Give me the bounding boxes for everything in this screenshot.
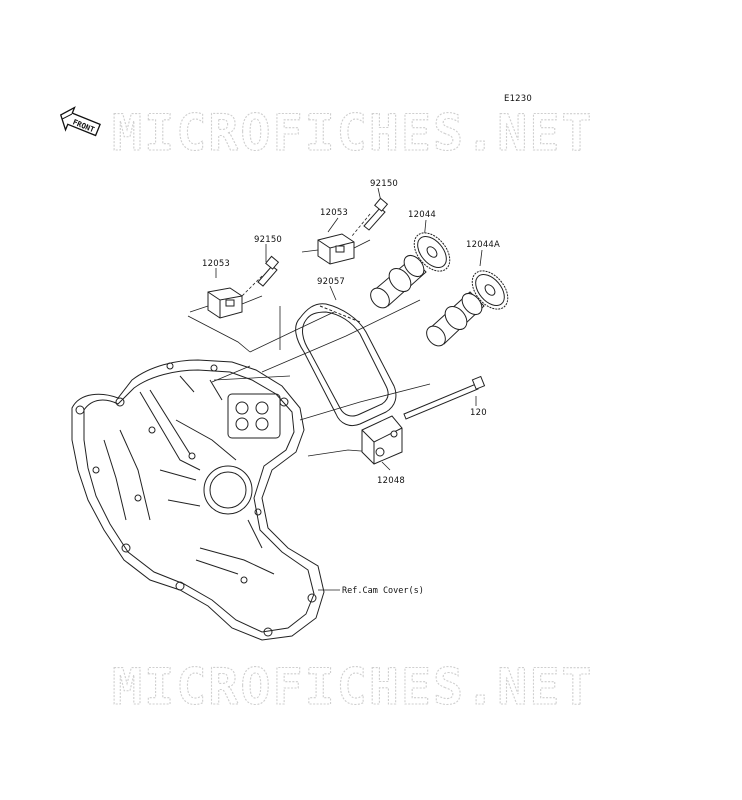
label-12048: 12048 bbox=[377, 476, 405, 486]
part-92057-chain bbox=[295, 303, 397, 427]
part-12053-top bbox=[301, 233, 371, 265]
diagram-code: E1230 bbox=[504, 94, 532, 104]
label-12044A: 12044A bbox=[466, 240, 500, 250]
ref-cam-cover-note: Ref.Cam Cover(s) bbox=[342, 586, 424, 596]
part-12048-tensioner bbox=[361, 415, 403, 465]
label-92150-top: 92150 bbox=[370, 179, 398, 189]
front-arrow-icon: FRONT bbox=[59, 106, 101, 137]
label-12044: 12044 bbox=[408, 210, 436, 220]
label-92150-left: 92150 bbox=[254, 235, 282, 245]
part-labels: 92150 12053 12044 92150 12044A 12053 920… bbox=[202, 179, 500, 596]
label-12053-top: 12053 bbox=[320, 208, 348, 218]
label-120: 120 bbox=[470, 408, 487, 418]
label-92057: 92057 bbox=[317, 277, 345, 287]
part-12053-left bbox=[189, 287, 263, 319]
crankcase-cover bbox=[71, 359, 325, 641]
leader-lines bbox=[187, 187, 483, 591]
watermark-top: MICROFICHES.NET bbox=[112, 104, 594, 162]
part-92150-top-bolt bbox=[363, 197, 389, 231]
label-12053-left: 12053 bbox=[202, 259, 230, 269]
watermark-bottom: MICROFICHES.NET bbox=[112, 658, 594, 716]
part-12044-camshaft bbox=[370, 232, 451, 309]
part-120-bolt bbox=[403, 375, 486, 420]
part-92150-left-bolt bbox=[257, 255, 280, 287]
part-12044A-camshaft bbox=[426, 270, 509, 347]
